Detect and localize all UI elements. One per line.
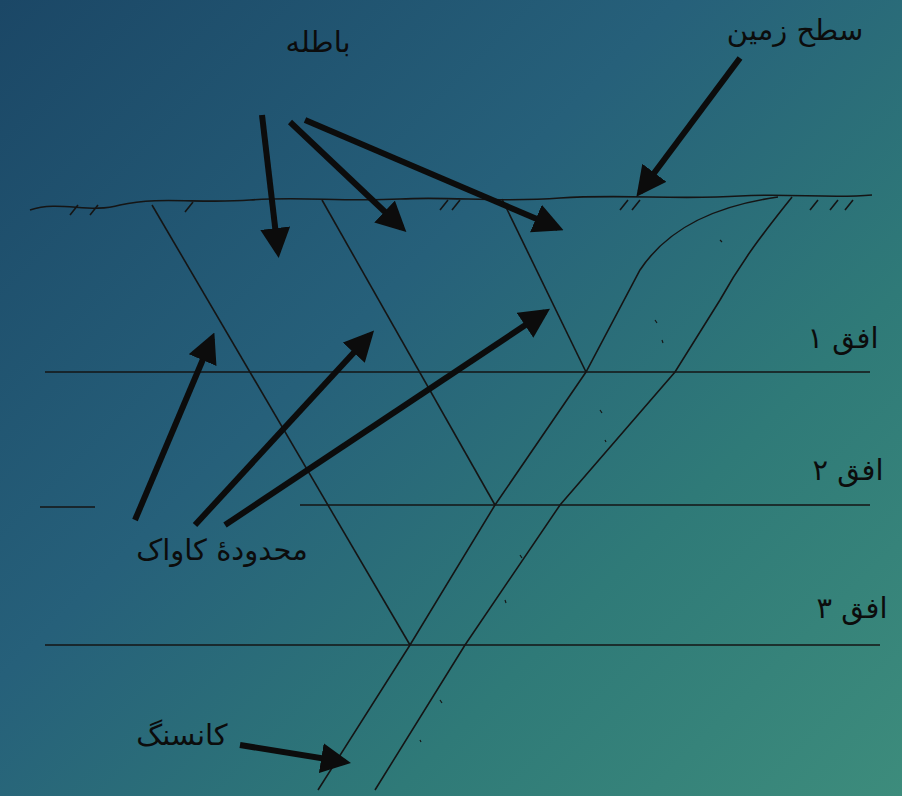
ore-body-edge [318,197,778,790]
ground-surface-label: سطح زمین [727,13,863,48]
leader-arrow [640,58,740,192]
ground-hatch [70,200,853,215]
horizon-label: افق ۳ [817,591,888,626]
ore-label: کانسنگ [136,718,227,753]
pit-boundary [322,200,495,505]
ore-texture [420,240,722,742]
horizon-label: افق ۱ [808,321,879,356]
leader-arrow [225,312,545,525]
leader-arrow [305,120,558,228]
horizon-line [300,504,870,506]
horizon-line [40,506,95,508]
leader-arrow [240,745,345,762]
ore-body-edge [375,197,792,790]
leader-arrow [135,338,212,520]
pit-boundary-label: محدودهٔ کاواک [136,533,307,568]
waste-label: باطله [285,25,350,60]
horizon-line [45,644,880,646]
leader-arrow [262,115,278,252]
horizon-label: افق ۲ [813,453,884,488]
leader-arrow [195,335,370,525]
